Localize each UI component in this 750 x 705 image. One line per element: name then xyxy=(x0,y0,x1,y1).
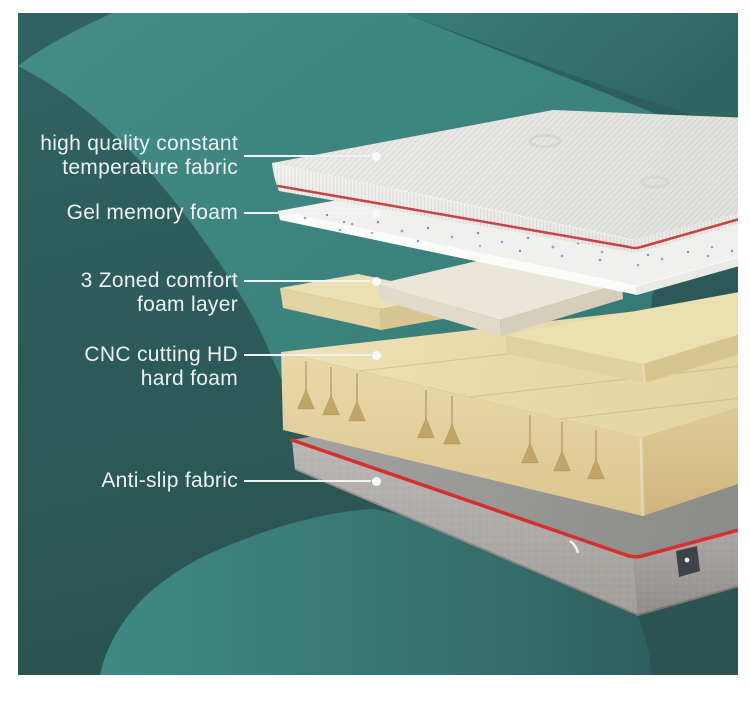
zone-piece-right xyxy=(505,292,738,384)
cnc-cut-notches xyxy=(297,388,605,480)
leader-dot-gel-memory-foam xyxy=(372,209,381,218)
label-line: hard foam xyxy=(140,366,238,390)
leader-line-temperature-fabric xyxy=(244,155,371,157)
label-temperature-fabric: high quality constant temperature fabric xyxy=(40,132,238,179)
leader-line-zoned-comfort-foam xyxy=(244,280,371,282)
red-piping-fabric xyxy=(276,184,738,250)
zipper-pull xyxy=(569,539,580,554)
leader-dot-zoned-comfort-foam xyxy=(372,277,381,286)
label-cnc-hard-foam: CNC cutting HD hard foam xyxy=(84,343,238,390)
label-line: CNC cutting HD xyxy=(84,343,238,366)
label-line: high quality constant xyxy=(40,132,238,155)
label-line: foam layer xyxy=(136,292,238,316)
label-line: Anti-slip fabric xyxy=(101,469,238,492)
leader-line-gel-memory-foam xyxy=(244,212,371,214)
leader-dot-cnc-hard-foam xyxy=(372,351,381,360)
leader-dot-temperature-fabric xyxy=(372,152,381,161)
layer-fabric-top xyxy=(271,110,738,253)
mattress-tag xyxy=(676,546,700,577)
label-line: 3 Zoned comfort xyxy=(80,269,238,292)
label-gel-memory-foam: Gel memory foam xyxy=(67,201,238,225)
swoosh-corner-top-right xyxy=(404,13,738,126)
leader-dot-anti-slip-fabric xyxy=(372,477,381,486)
label-anti-slip-fabric: Anti-slip fabric xyxy=(101,469,238,493)
cnc-cut-slits xyxy=(305,361,597,461)
label-line: Gel memory foam xyxy=(66,201,238,224)
leader-line-cnc-hard-foam xyxy=(244,354,371,356)
leader-line-anti-slip-fabric xyxy=(244,480,371,482)
gel-speckles xyxy=(303,213,734,267)
label-line: temperature fabric xyxy=(62,155,238,179)
label-zoned-comfort-foam: 3 Zoned comfort foam layer xyxy=(81,269,238,316)
red-piping-base xyxy=(290,438,738,559)
